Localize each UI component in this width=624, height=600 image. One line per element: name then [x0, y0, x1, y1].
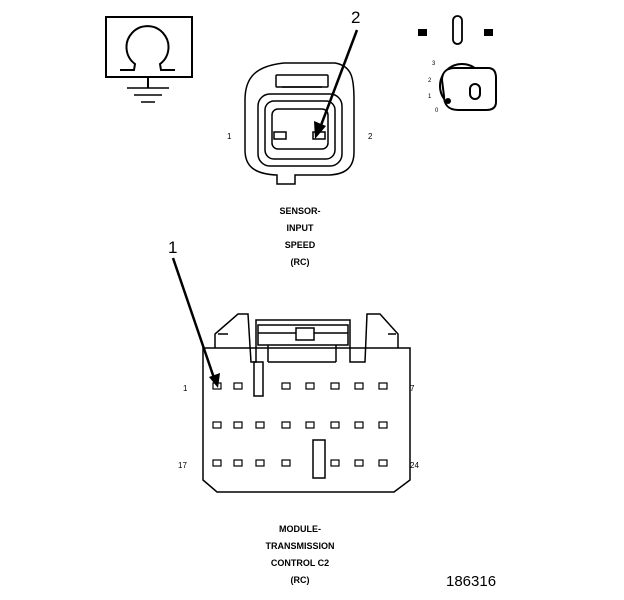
module-pin-17-label: 17 — [178, 461, 187, 470]
key-position-0: 0 — [435, 108, 439, 114]
ohm-ground-icon — [105, 16, 193, 103]
sensor-pin-1-label: 1 — [227, 132, 232, 141]
connector-cavity — [305, 382, 315, 390]
key-position-3: 3 — [432, 61, 436, 67]
key-position-2: 2 — [428, 78, 432, 84]
module-cavity-grid — [212, 382, 388, 467]
key-position-1: 1 — [428, 94, 432, 100]
connector-cavity — [255, 459, 265, 467]
connector-cavity — [212, 459, 222, 467]
connector-cavity — [255, 421, 265, 429]
connector-cavity — [212, 421, 222, 429]
sensor-connector-title: SENSOR- INPUT SPEED (RC) — [279, 206, 321, 267]
connector-cavity — [233, 459, 243, 467]
connector-cavity — [233, 382, 243, 390]
sensor-pin-2-label: 2 — [368, 132, 373, 141]
connector-cavity — [281, 382, 291, 390]
connector-cavity — [330, 459, 340, 467]
connector-cavity — [281, 459, 291, 467]
connector-cavity — [330, 382, 340, 390]
module-pin-24-label: 24 — [410, 461, 419, 470]
module-connector-title: MODULE- TRANSMISSION CONTROL C2 (RC) — [265, 524, 335, 585]
connector-cavity — [354, 459, 364, 467]
callout-arrow — [171, 257, 220, 388]
ignition-key-icon — [418, 15, 497, 111]
connector-cavity — [354, 382, 364, 390]
module-callout-number: 1 — [168, 238, 178, 257]
connector-cavity — [378, 382, 388, 390]
connector-cavity — [330, 421, 340, 429]
connector-cavity — [354, 421, 364, 429]
module-connector-face — [202, 313, 411, 493]
connector-cavity — [305, 421, 315, 429]
connector-cavity — [233, 421, 243, 429]
connector-cavity — [281, 421, 291, 429]
module-pin-1-label: 1 — [183, 384, 188, 393]
sensor-callout-number: 2 — [351, 8, 361, 27]
sensor-connector-face — [244, 62, 355, 185]
figure-number: 186316 — [446, 573, 497, 590]
connector-cavity — [378, 459, 388, 467]
connector-cavity — [378, 421, 388, 429]
module-pin-7-label: 7 — [410, 384, 415, 393]
callout-arrow — [314, 29, 359, 139]
